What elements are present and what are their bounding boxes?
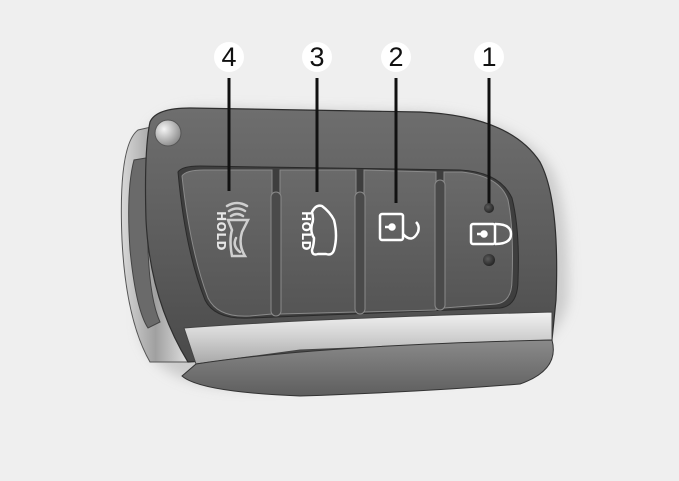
horn-icon: [225, 201, 251, 258]
key-ring-hole: [154, 119, 182, 147]
led-indicator: [483, 254, 495, 266]
car-trunk-icon: [310, 204, 338, 256]
button-divider: [434, 179, 446, 311]
callout-1: 1: [474, 42, 504, 72]
fob-bottom-panel: [181, 339, 554, 397]
button-divider: [354, 191, 366, 315]
locked-padlock-icon: [469, 222, 513, 246]
led-indicator-top: [484, 203, 494, 213]
callout-3: 3: [302, 42, 332, 72]
button-divider: [270, 191, 282, 317]
panic-button[interactable]: [181, 169, 273, 317]
callout-2: 2: [381, 42, 411, 72]
panic-hold-label: HOLD: [213, 211, 228, 251]
callout-4: 4: [214, 42, 244, 72]
unlocked-padlock-icon: [378, 212, 420, 242]
lock-button[interactable]: [443, 171, 513, 309]
trunk-hold-label: HOLD: [298, 211, 313, 251]
